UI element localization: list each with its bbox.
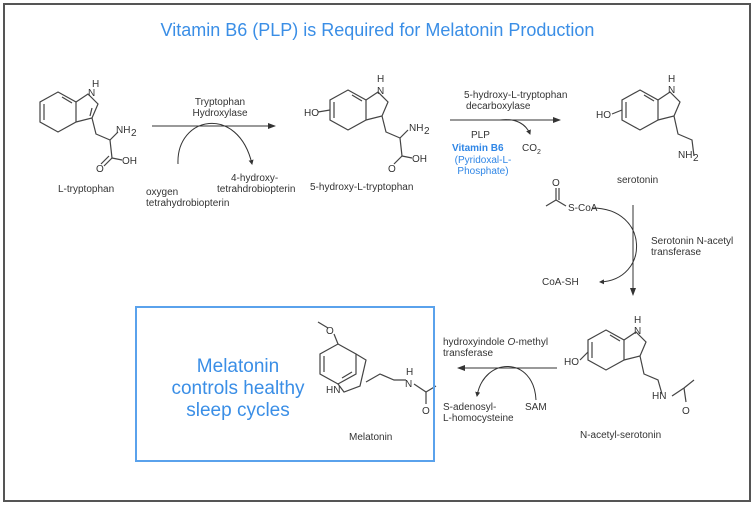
svg-text:NH: NH [409, 123, 423, 134]
diagram-frame [3, 3, 751, 502]
cofactor-sam: SAM [525, 402, 547, 413]
svg-text:OH: OH [412, 154, 427, 165]
svg-text:S-CoA: S-CoA [568, 203, 598, 214]
cofactor-plp: PLP [471, 130, 490, 141]
cofactor-in-step1: oxygen tetrahydrobiopterin [146, 187, 230, 209]
reaction-arrow-3 [591, 205, 637, 296]
atom-label: OH [122, 156, 137, 167]
serotonin-structure: H N HO NH 2 [596, 74, 699, 164]
atom-label: O [96, 164, 104, 175]
melatonin-structure: O HN H N O [317, 321, 437, 417]
svg-text:HO: HO [596, 110, 611, 121]
atom-label: N [88, 88, 95, 99]
svg-text:HO: HO [564, 357, 579, 368]
svg-text:2: 2 [131, 128, 137, 139]
byproduct-coa-sh: CoA-SH [542, 277, 579, 288]
svg-text:O: O [552, 178, 560, 189]
enzyme-tryptophan-hydroxylase: Tryptophan Hydroxylase [192, 97, 248, 119]
svg-text:HO: HO [304, 108, 319, 119]
svg-text:NH: NH [678, 150, 692, 161]
compound-name-n-acetyl-serotonin: N-acetyl-serotonin [580, 430, 662, 441]
compound-name-serotonin: serotonin [617, 175, 659, 186]
svg-text:O: O [422, 406, 430, 417]
acetyl-coa-structure: O S-CoA [545, 178, 598, 214]
byproduct-co2: CO2 [522, 143, 541, 156]
compound-name-l-tryptophan: L-tryptophan [58, 184, 115, 195]
vitamin-b6-label: Vitamin B6 [452, 143, 504, 154]
diagram-title: Vitamin B6 (PLP) is Required for Melaton… [160, 20, 595, 40]
svg-text:O: O [682, 406, 690, 417]
enzyme-5-htp-decarboxylase: 5-hydroxy-L-tryptophan decarboxylase [464, 90, 568, 112]
svg-text:HN: HN [326, 385, 340, 396]
enzyme-hiomt: hydroxyindole O-methyl transferase [443, 337, 549, 359]
svg-text:N: N [405, 379, 412, 390]
cofactor-out-step1: 4-hydroxy- tetrahdrobiopterin [217, 173, 296, 195]
melatonin-callout-box [135, 306, 435, 462]
svg-text:O: O [326, 326, 334, 337]
svg-text:N: N [377, 86, 384, 97]
svg-text:O: O [388, 164, 396, 175]
svg-text:H: H [406, 367, 413, 378]
reaction-arrow-1 [152, 123, 276, 165]
5-htp-structure: H N HO NH 2 OH O [304, 74, 430, 175]
compound-name-melatonin: Melatonin [349, 432, 393, 443]
melatonin-callout-text: Melatonin controls healthy sleep cycles [171, 356, 305, 421]
svg-text:H: H [668, 74, 675, 85]
reaction-arrow-2 [450, 117, 561, 135]
compound-name-5-htp: 5-hydroxy-L-tryptophan [310, 182, 414, 193]
atom-label: H [92, 79, 99, 90]
l-tryptophan-structure: H N NH 2 OH O [39, 79, 137, 175]
svg-text:2: 2 [424, 126, 430, 137]
svg-text:N: N [634, 326, 641, 337]
vitamin-b6-description: (Pyridoxal-L- Phosphate) [454, 155, 512, 177]
atom-label: NH [116, 125, 130, 136]
svg-text:HN: HN [652, 391, 666, 402]
reaction-arrow-4 [457, 365, 557, 401]
cofactor-out-sah: S-adenosyl- L-homocysteine [443, 402, 514, 424]
n-acetyl-serotonin-structure: H N HO HN O [564, 315, 695, 417]
svg-text:2: 2 [693, 153, 699, 164]
svg-text:N: N [668, 85, 675, 96]
enzyme-serotonin-n-acetyltransferase: Serotonin N-acetyl transferase [651, 236, 734, 258]
svg-text:H: H [634, 315, 641, 326]
svg-text:H: H [377, 74, 384, 85]
